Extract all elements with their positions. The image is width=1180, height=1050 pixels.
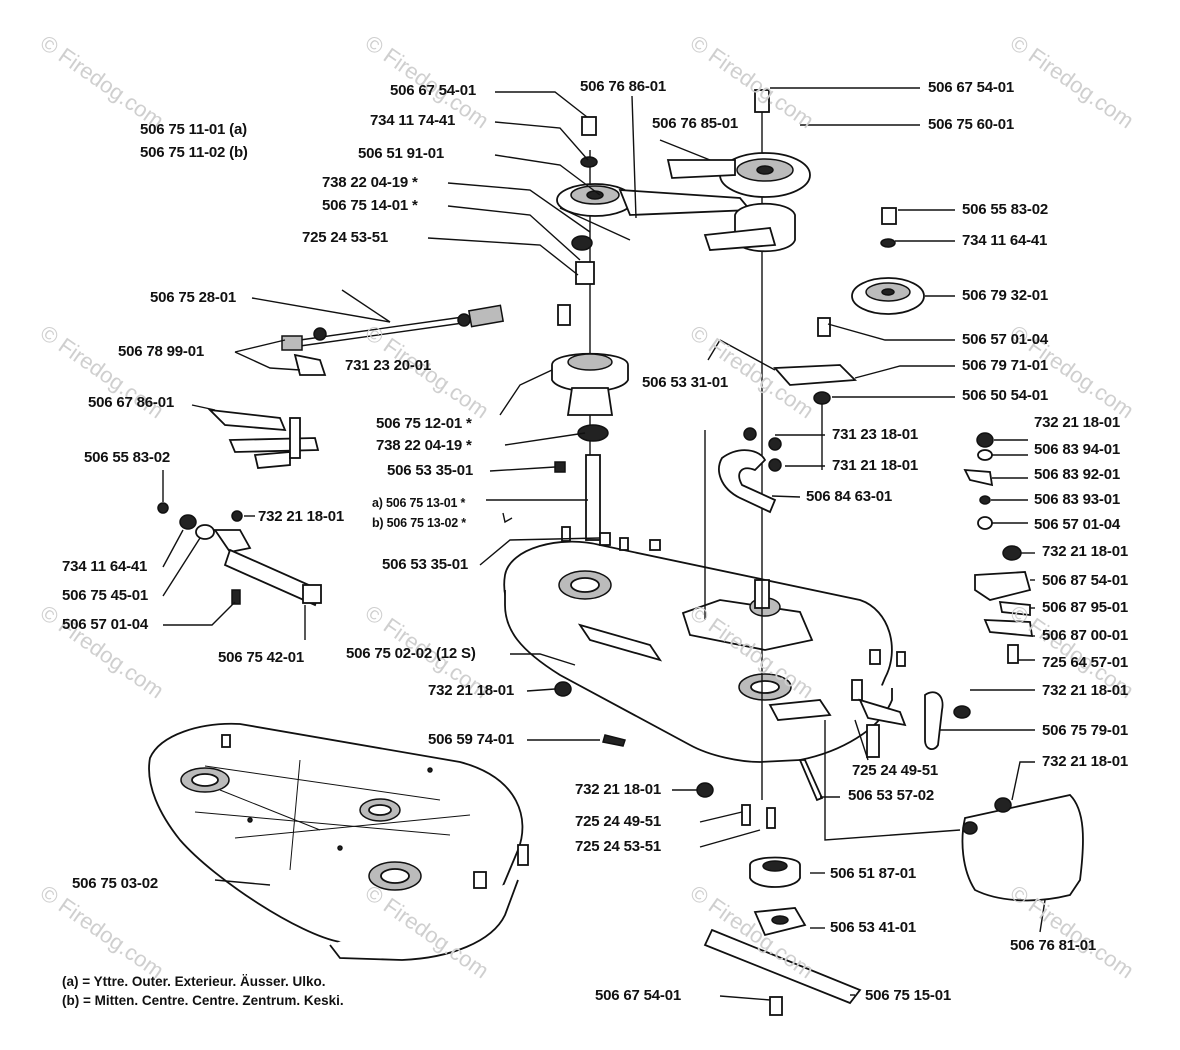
part-label: 506 59 74-01	[428, 731, 515, 748]
part-label: 506 51 87-01	[830, 865, 917, 882]
bracket-drawing	[718, 427, 782, 514]
part-label: 506 87 95-01	[1042, 599, 1129, 616]
chute-bracket-drawing	[924, 691, 971, 751]
part-label: 732 21 18-01	[1042, 682, 1129, 699]
part-label: 732 21 18-01	[258, 508, 345, 525]
part-label: 506 53 35-01	[387, 462, 474, 479]
spare-deck-drawing	[148, 722, 529, 961]
part-label: 506 75 45-01	[62, 587, 149, 604]
part-label: 732 21 18-01	[1034, 414, 1121, 431]
part-label: 506 51 91-01	[358, 145, 445, 162]
part-label: 732 21 18-01	[428, 682, 515, 699]
part-label: 506 84 63-01	[806, 488, 893, 505]
part-label: 732 21 18-01	[1042, 753, 1129, 770]
blade-adapter-drawing	[703, 856, 862, 1016]
part-label: 738 22 04-19 *	[376, 437, 472, 454]
part-label: 506 79 32-01	[962, 287, 1049, 304]
part-label: b) 506 75 13-02 *	[372, 516, 466, 530]
part-label: 725 24 53-51	[302, 229, 389, 246]
part-label: 506 50 54-01	[962, 387, 1049, 404]
part-label: 506 53 57-02	[848, 787, 935, 804]
handle-drawing	[207, 408, 320, 469]
part-label: 506 57 01-04	[1034, 516, 1121, 533]
pulley-assembly-drawing	[556, 89, 811, 285]
part-label: 506 79 71-01	[962, 357, 1049, 374]
part-label: 506 75 28-01	[150, 289, 237, 306]
part-label: 731 23 18-01	[832, 426, 919, 443]
discharge-chute-drawing	[961, 794, 1084, 902]
leader-lines	[162, 87, 1046, 1001]
part-label: 506 83 92-01	[1034, 466, 1121, 483]
part-label: 506 57 01-04	[962, 331, 1049, 348]
part-label: 506 67 54-01	[390, 82, 477, 99]
part-label: 506 87 00-01	[1042, 627, 1129, 644]
part-label: 734 11 64-41	[962, 232, 1048, 249]
part-label: 731 23 20-01	[345, 357, 432, 374]
part-label: 506 75 03-02	[72, 875, 159, 892]
part-label: 506 53 31-01	[642, 374, 729, 391]
part-label: 506 75 42-01	[218, 649, 305, 666]
part-label: 506 75 79-01	[1042, 722, 1129, 739]
part-label: 738 22 04-19 *	[322, 174, 418, 191]
right-hardware-drawing	[963, 432, 1034, 664]
part-label: 506 53 35-01	[382, 556, 469, 573]
part-label: 732 21 18-01	[575, 781, 662, 798]
part-label: 506 75 60-01	[928, 116, 1015, 133]
part-label: 506 75 11-01 (a)	[140, 121, 247, 138]
legend-a: (a) = Yttre. Outer. Exterieur. Äusser. U…	[62, 974, 326, 989]
part-label: 506 55 83-02	[84, 449, 171, 466]
part-label: 506 76 81-01	[1010, 937, 1097, 954]
part-label: 506 87 54-01	[1042, 572, 1129, 589]
part-label: 734 11 74-41	[370, 112, 456, 129]
part-label: 506 76 85-01	[652, 115, 739, 132]
part-label: 734 11 64-41	[62, 558, 148, 575]
part-label: 506 83 94-01	[1034, 441, 1121, 458]
part-label: 506 57 01-04	[62, 616, 149, 633]
part-label: 506 53 41-01	[830, 919, 917, 936]
part-label: 725 24 49-51	[852, 762, 939, 779]
part-label: 506 55 83-02	[962, 201, 1049, 218]
part-label: a) 506 75 13-01 *	[372, 496, 466, 510]
part-label: 506 75 12-01 *	[376, 415, 472, 432]
part-label: 506 67 86-01	[88, 394, 175, 411]
part-label: 732 21 18-01	[1042, 543, 1129, 560]
part-label: 506 67 54-01	[595, 987, 682, 1004]
cable-drawing	[281, 304, 505, 376]
part-label: 506 78 99-01	[118, 343, 205, 360]
deck-hardware-drawing	[554, 681, 880, 829]
part-label: 506 83 93-01	[1034, 491, 1121, 508]
part-label: 731 21 18-01	[832, 457, 919, 474]
part-label: 506 75 15-01	[865, 987, 952, 1004]
idler-drawing	[719, 207, 925, 405]
spindle-drawing	[551, 304, 629, 546]
part-label: 725 64 57-01	[1042, 654, 1129, 671]
part-label: 506 76 86-01	[580, 78, 667, 95]
part-label: 506 75 14-01 *	[322, 197, 418, 214]
part-label: 506 67 54-01	[928, 79, 1015, 96]
part-label: 725 24 53-51	[575, 838, 662, 855]
part-label: 725 24 49-51	[575, 813, 662, 830]
legend-b: (b) = Mitten. Centre. Centre. Zentrum. K…	[62, 993, 344, 1008]
part-label: 506 75 11-02 (b)	[140, 144, 248, 161]
part-label: 506 75 02-02 (12 S)	[346, 645, 476, 662]
main-deck-drawing	[503, 537, 907, 763]
lever-drawing	[157, 502, 322, 607]
